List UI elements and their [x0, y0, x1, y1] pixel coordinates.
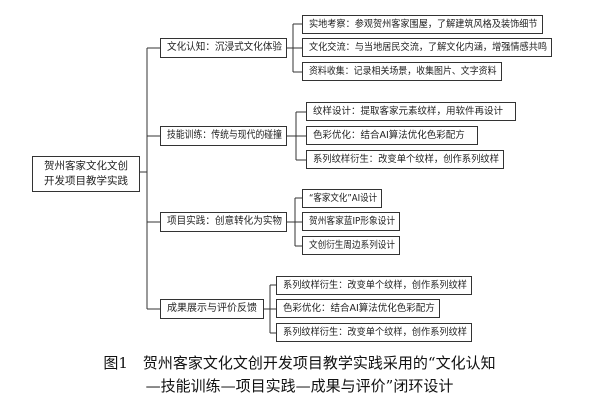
- category-label: 成果展示与评价反馈: [167, 303, 257, 314]
- leaf-node: 文化交流：与当地居民交流，了解文化内涵，增强情感共鸣: [302, 38, 552, 57]
- leaf-label: 贺州客家蓝IP形象设计: [309, 215, 396, 227]
- category-node-culture: 文化认知：沉浸式文化体验: [160, 38, 287, 58]
- category-label: 技能训练：传统与现代的碰撞: [167, 130, 282, 141]
- leaf-node: 系列纹样衍生：改变单个纹样，创作系列纹样: [306, 150, 504, 169]
- leaf-node: 系列纹样衍生：改变单个纹样，创作系列纹样: [276, 276, 472, 295]
- root-label-line2: 开发项目教学实践: [44, 175, 128, 187]
- category-node-practice: 项目实践：创意转化为实物: [160, 212, 287, 232]
- leaf-label: 系列纹样衍生：改变单个纹样，创作系列纹样: [283, 326, 468, 338]
- root-label-line1: 贺州客家文化文创: [44, 159, 128, 172]
- leaf-label: 文化交流：与当地居民交流，了解文化内涵，增强情感共鸣: [309, 41, 548, 53]
- leaf-node: 色彩优化：结合AI算法优化色彩配方: [276, 299, 440, 318]
- leaf-node: 系列纹样衍生：改变单个纹样，创作系列纹样: [276, 323, 472, 342]
- leaf-node: 实地考察：参观贺州客家围屋，了解建筑风格及装饰细节: [302, 15, 543, 34]
- leaf-label: 纹样设计：提取客家元素纹样，用软件再设计: [313, 105, 504, 117]
- figure-caption: 图1 贺州客家文化文创开发项目教学实践采用的“文化认知 —技能训练—项目实践—成…: [0, 352, 599, 398]
- category-node-evaluation: 成果展示与评价反馈: [160, 299, 264, 319]
- leaf-label: 资料收集：记录相关场景，收集图片、文字资料: [309, 65, 497, 77]
- root-node: 贺州客家文化文创 开发项目教学实践: [32, 156, 140, 192]
- leaf-label: 色彩优化：结合AI算法优化色彩配方: [283, 302, 435, 314]
- category-label: 项目实践：创意转化为实物: [167, 216, 282, 227]
- leaf-node: 资料收集：记录相关场景，收集图片、文字资料: [302, 62, 502, 81]
- category-label: 文化认知：沉浸式文化体验: [167, 42, 282, 53]
- leaf-label: 系列纹样衍生：改变单个纹样，创作系列纹样: [283, 279, 468, 291]
- leaf-node: 贺州客家蓝IP形象设计: [302, 212, 400, 231]
- leaf-label: 实地考察：参观贺州客家围屋，了解建筑风格及装饰细节: [309, 18, 538, 30]
- leaf-label: 色彩优化：结合AI算法优化色彩配方: [313, 129, 465, 141]
- leaf-label: “客家文化”AI设计: [309, 192, 378, 204]
- leaf-node: 纹样设计：提取客家元素纹样，用软件再设计: [306, 102, 516, 121]
- caption-line2: —技能训练—项目实践—成果与评价”闭环设计: [145, 377, 454, 395]
- leaf-node: 色彩优化：结合AI算法优化色彩配方: [306, 126, 478, 145]
- category-node-skills: 技能训练：传统与现代的碰撞: [160, 126, 287, 146]
- leaf-node: “客家文化”AI设计: [302, 189, 382, 208]
- caption-line1: 图1 贺州客家文化文创开发项目教学实践采用的“文化认知: [103, 354, 496, 372]
- leaf-label: 文创衍生周边系列设计: [309, 239, 396, 251]
- leaf-label: 系列纹样衍生：改变单个纹样，创作系列纹样: [313, 153, 500, 165]
- leaf-node: 文创衍生周边系列设计: [302, 236, 400, 255]
